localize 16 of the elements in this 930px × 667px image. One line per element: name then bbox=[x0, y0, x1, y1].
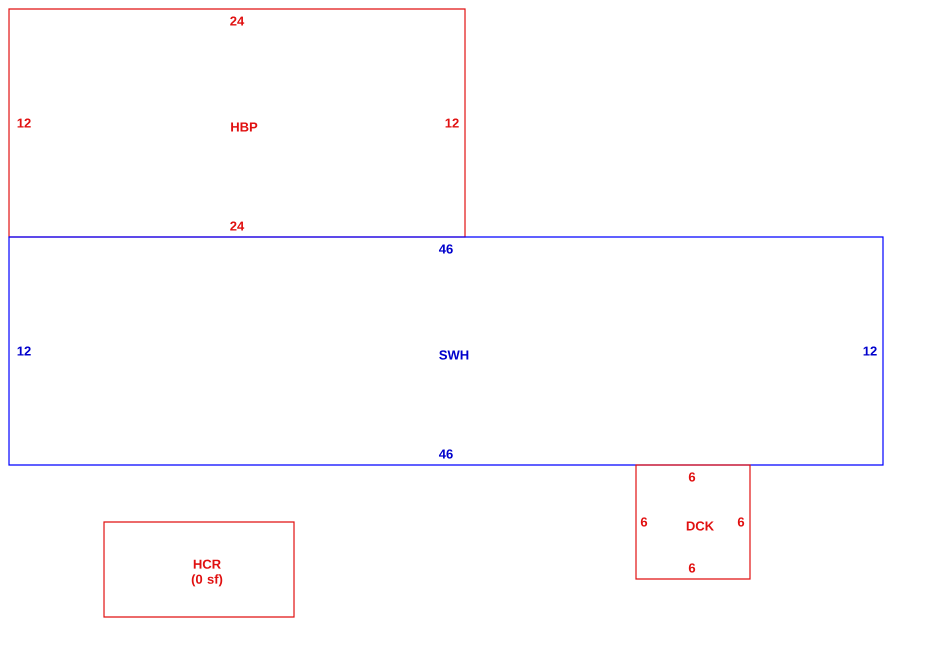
dimension-label: 6 bbox=[688, 563, 696, 573]
dimension-label: 12 bbox=[446, 118, 459, 128]
dimension-label: 12 bbox=[18, 346, 31, 356]
dimension-label: 24 bbox=[230, 221, 244, 231]
dimension-label: 6 bbox=[738, 517, 744, 527]
dimension-label: 46 bbox=[438, 449, 453, 459]
dimension-label: 6 bbox=[688, 472, 696, 482]
dimension-label: 24 bbox=[230, 16, 244, 26]
dimension-label: 12 bbox=[864, 346, 877, 356]
room-label: SWH bbox=[439, 350, 468, 360]
dimension-label: 12 bbox=[18, 118, 31, 128]
room-label: HBP bbox=[231, 122, 258, 132]
room-label: HCR (0 sf) bbox=[192, 560, 222, 586]
dimension-label: 46 bbox=[438, 244, 453, 254]
room-label: DCK bbox=[686, 521, 714, 531]
dimension-label: 6 bbox=[640, 517, 648, 527]
